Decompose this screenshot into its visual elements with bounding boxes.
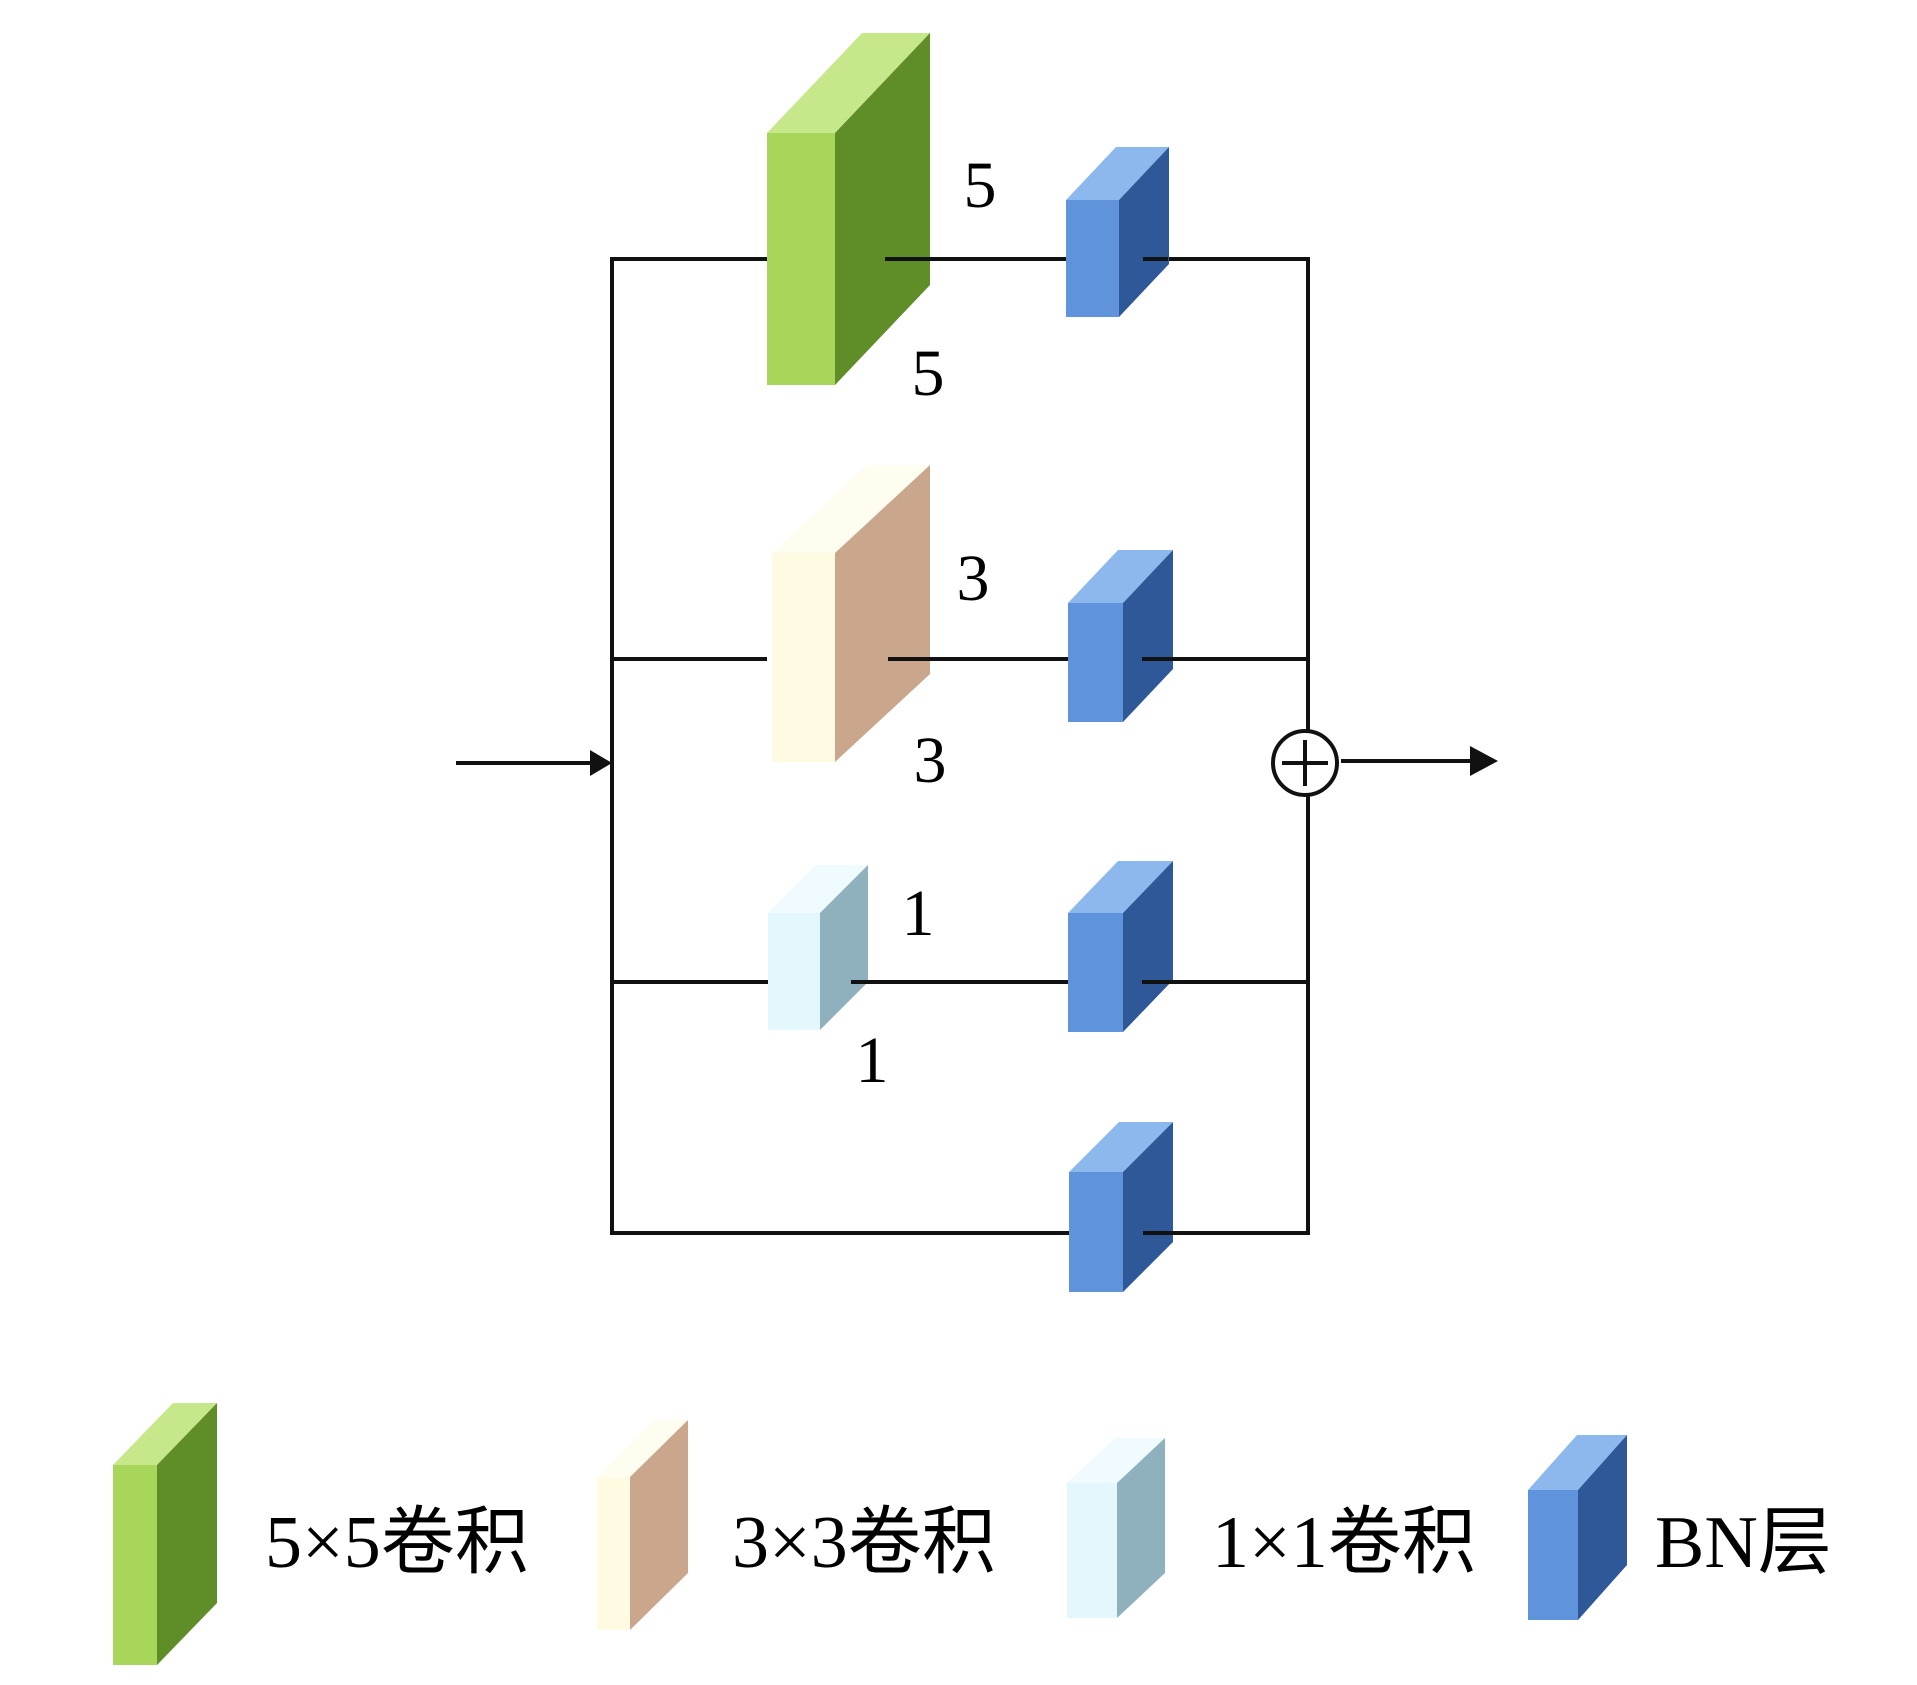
conv1x1-block-side-face xyxy=(820,865,868,1030)
legend-swatch-1x1-top-face xyxy=(1067,1438,1165,1483)
conv5x5-block-top-face xyxy=(767,33,930,133)
legend-swatch-1x1-front-face xyxy=(1067,1483,1117,1618)
legend-label-1x1: 1×1卷积 xyxy=(1212,1502,1476,1584)
legend-swatch-5x5-top-face xyxy=(113,1403,217,1465)
kernel-label-1-top: 1 xyxy=(902,877,935,950)
bn-block-1-front-face xyxy=(1066,200,1119,317)
wires xyxy=(456,257,1498,1235)
conv5x5-block xyxy=(767,33,930,385)
bn-block-4 xyxy=(1069,1122,1173,1292)
bn-block-2-front-face xyxy=(1068,603,1123,722)
kernel-label-5-top: 5 xyxy=(964,149,997,222)
legend: 5×5卷积 3×3卷积 1×1卷积 BN层 xyxy=(265,1502,1832,1584)
kernel-label-3-top: 3 xyxy=(957,542,990,615)
legend-swatch-bn-side-face xyxy=(1578,1435,1627,1620)
conv5x5-block-side-face xyxy=(835,33,930,385)
conv1x1-block xyxy=(768,865,868,1030)
legend-swatch-3x3 xyxy=(597,1420,688,1630)
kernel-label-1-bottom: 1 xyxy=(856,1024,889,1097)
bn-block-3 xyxy=(1068,861,1173,1032)
legend-label-bn: BN层 xyxy=(1655,1502,1832,1584)
legend-swatch-1x1 xyxy=(1067,1438,1165,1618)
legend-swatch-3x3-top-face xyxy=(597,1420,688,1477)
conv1x1-block-top-face xyxy=(768,865,868,913)
legend-swatch-3x3-side-face xyxy=(630,1420,688,1630)
conv3x3-block xyxy=(772,465,930,762)
kernel-label-5-bottom: 5 xyxy=(912,337,945,410)
blocks xyxy=(113,33,1627,1665)
bn-block-4-side-face xyxy=(1123,1122,1173,1292)
legend-swatch-bn-front-face xyxy=(1528,1490,1578,1620)
conv1x1-block-front-face xyxy=(768,913,820,1030)
legend-swatch-5x5-front-face xyxy=(113,1465,157,1665)
bn-block-3-top-face xyxy=(1068,861,1173,913)
legend-swatch-bn-top-face xyxy=(1528,1435,1627,1490)
kernel-labels: 5 5 3 3 1 1 xyxy=(856,149,997,1097)
legend-label-5x5: 5×5卷积 xyxy=(265,1502,529,1584)
legend-swatch-1x1-side-face xyxy=(1117,1438,1165,1618)
kernel-label-3-bottom: 3 xyxy=(914,724,947,797)
output-arrowhead xyxy=(1470,746,1498,776)
bn-block-1-side-face xyxy=(1119,147,1169,317)
legend-swatch-bn xyxy=(1528,1435,1627,1620)
input-arrowhead xyxy=(590,750,612,776)
legend-label-3x3: 3×3卷积 xyxy=(732,1502,996,1584)
legend-swatch-5x5-side-face xyxy=(157,1403,217,1665)
conv5x5-block-front-face xyxy=(767,133,835,385)
bn-block-3-side-face xyxy=(1123,861,1173,1032)
bn-block-3-front-face xyxy=(1068,913,1123,1032)
bn-block-4-front-face xyxy=(1069,1172,1123,1292)
legend-swatch-3x3-front-face xyxy=(597,1477,630,1630)
conv3x3-block-side-face xyxy=(835,465,930,762)
conv3x3-block-top-face xyxy=(772,465,930,553)
legend-swatch-5x5 xyxy=(113,1403,217,1665)
bn-block-4-top-face xyxy=(1069,1122,1173,1172)
bn-block-2-side-face xyxy=(1123,550,1173,722)
bn-block-1 xyxy=(1066,147,1169,317)
bn-block-1-top-face xyxy=(1066,147,1169,200)
bn-block-2 xyxy=(1068,550,1173,722)
bn-block-2-top-face xyxy=(1068,550,1173,603)
conv3x3-block-front-face xyxy=(772,553,835,762)
